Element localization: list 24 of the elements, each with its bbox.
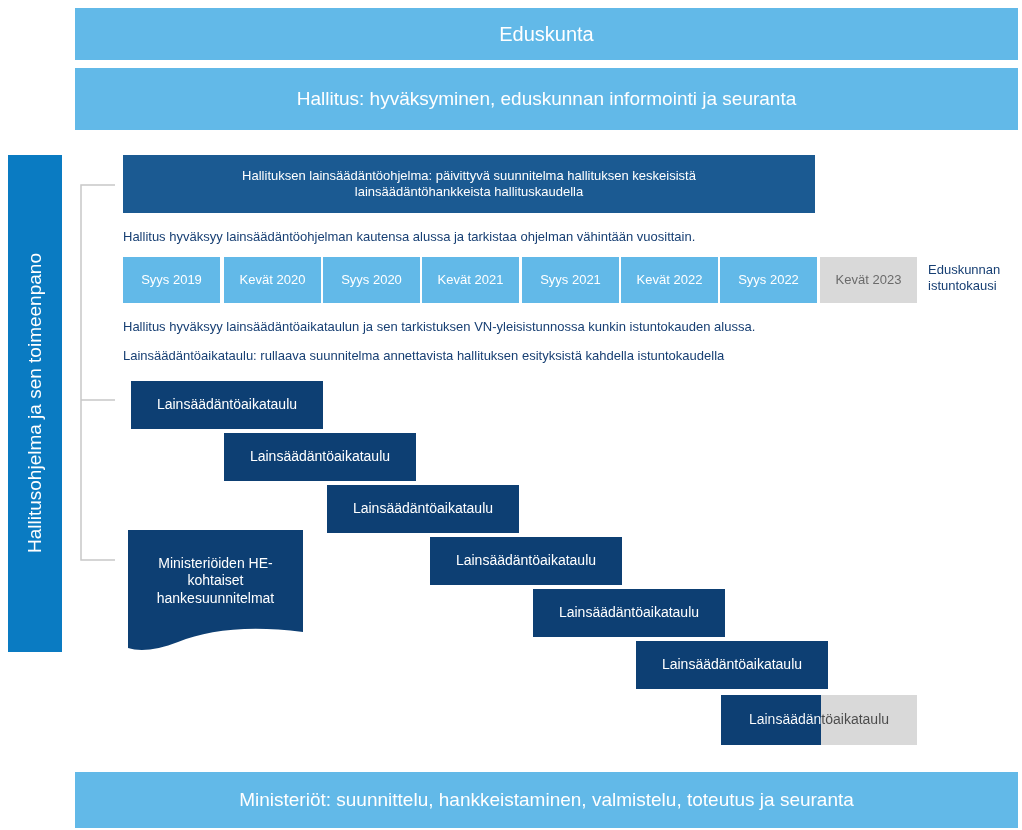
note-text: Hallitus hyväksyy lainsäädäntöohjelman kautensa alussa ja tarkistaa ohjelman vähintään vuosittain. (123, 229, 696, 246)
season-box: Kevät 2022 (621, 257, 718, 303)
schedule-box: Lainsäädäntöaikataulu (327, 485, 519, 533)
document-shape: Ministeriöiden HE-kohtaiset hankesuunnitelmat (128, 530, 303, 652)
season-box: Syys 2021 (522, 257, 619, 303)
schedule-box: Lainsäädäntöaikataulu (430, 537, 622, 585)
schedule-box: Lainsäädäntöaikataulu (131, 381, 323, 429)
season-box: Syys 2022 (720, 257, 817, 303)
note-text: Lainsäädäntöaikataulu: rullaava suunnitelma annettavista hallituksen esityksistä kahdella istuntokaudella (123, 348, 725, 365)
season-box: Kevät 2020 (224, 257, 321, 303)
season-box: Kevät 2021 (422, 257, 519, 303)
government-band: Hallitus: hyväksyminen, eduskunnan informointi ja seuranta (75, 68, 1018, 130)
axis-label: Eduskunnan istuntokausi (928, 262, 1002, 295)
vertical-band: Hallitusohjelma ja sen toimeenpano (8, 155, 62, 652)
season-box: Syys 2019 (123, 257, 220, 303)
schedule-box: Lainsäädäntöaikataulu (533, 589, 725, 637)
season-box: Syys 2020 (323, 257, 420, 303)
ministries-band: Ministeriöt: suunnittelu, hankkeistaminen, valmistelu, toteutus ja seuranta (75, 772, 1018, 828)
schedule-box: Lainsäädäntöaikataulu (224, 433, 416, 481)
parliament-band: Eduskunta (75, 8, 1018, 60)
note-text: Hallitus hyväksyy lainsäädäntöaikataulun ja sen tarkistuksen VN-yleisistunnossa kunkin istuntokauden alussa. (123, 319, 756, 336)
program-box: Hallituksen lainsäädäntöohjelma: päivittyvä suunnitelma hallituksen keskeisistä lainsäädäntöhankkeista hallituskaudella (123, 155, 815, 213)
season-box: Kevät 2023 (820, 257, 917, 303)
schedule-box: Lainsäädäntöaikataulu (636, 641, 828, 689)
